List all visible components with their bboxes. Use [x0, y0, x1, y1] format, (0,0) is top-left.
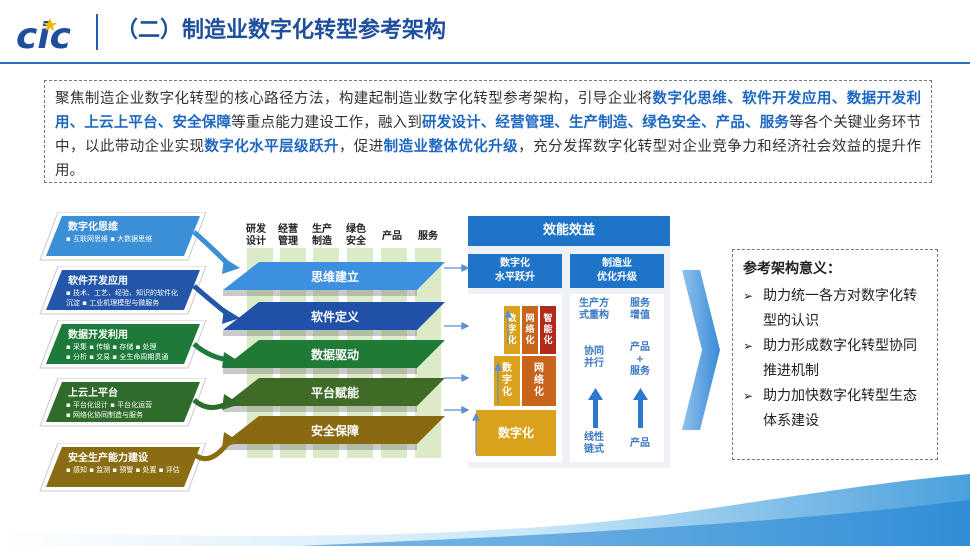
- logo-text: cic: [16, 16, 71, 57]
- arrow-bullet-icon: ➢: [743, 289, 754, 303]
- layer-shape: [223, 416, 445, 444]
- header-divider: [96, 14, 98, 50]
- upgrade-area: [570, 294, 664, 462]
- up-arrow-icon: [588, 388, 648, 428]
- meaning-item: ➢ 助力统一各方对数字化转型的认识: [743, 284, 927, 334]
- layer-label: 安全保障: [310, 424, 359, 438]
- upgrade-cell: 服务 增值: [630, 298, 650, 321]
- intro-text: 等各个关键业务环节中，以此带动企业实现: [55, 115, 922, 155]
- meaning-box: 参考架构意义： ➢ 助力统一各方对数字化转型的认识 ➢ 助力形成数字化转型协同推进机制…: [732, 249, 938, 460]
- capability-title: 数字化思维: [68, 222, 118, 233]
- column-header: 产品: [382, 231, 402, 242]
- layer-shape: [223, 340, 445, 368]
- capability-subtitle: ▪ 感知 ▪ 监测 ▪ 预警 ▪ 处置 ▪ 评估: [66, 466, 180, 474]
- capability-title: 安全生产能力建设: [68, 453, 148, 464]
- stair-block: 网 络 化: [522, 306, 538, 354]
- intro-text: 聚焦制造企业数字化转型的核心路径方法，构建起制造业数字化转型参考架构，引导企业将: [55, 91, 653, 107]
- cic-logo: cic: [14, 8, 92, 58]
- layer-label: 思维建立: [310, 270, 359, 284]
- header-rule: [0, 62, 970, 64]
- manufacturing-upgrade-title: 制造业 优化升级: [570, 254, 664, 288]
- meaning-item-text: 助力形成数字化转型协同推进机制: [763, 338, 917, 379]
- capability-box: 软件开发应用 ▪ 技术、工艺、经验、知识的软件化沉淀 ▪ 工业机理模型与微服务: [38, 266, 207, 316]
- layer-stack: [223, 248, 445, 458]
- meaning-item-text: 助力加快数字化转型生态体系建设: [763, 388, 917, 429]
- arrow-bullet-icon: ➢: [743, 389, 754, 403]
- upgrade-cell: 产品: [630, 438, 650, 449]
- intro-highlight: 数字化水平层级跃升: [204, 139, 339, 155]
- intro-highlight: 研发设计、经营管理、生产制造、绿色安全、产品、服务: [422, 115, 790, 131]
- layer-label: 软件定义: [310, 310, 359, 324]
- logo-star-icon: [43, 18, 57, 31]
- layer-shape: [223, 262, 445, 290]
- benefits-title: 效能效益: [468, 216, 670, 246]
- layer-label: 平台赋能: [310, 386, 359, 400]
- connector-arrows: [444, 263, 470, 415]
- capability-title: 软件开发应用: [68, 276, 128, 287]
- bottom-wave-decoration: [0, 474, 970, 546]
- column-header: 绿色 安全: [346, 224, 366, 247]
- capability-box: 安全生产能力建设 ▪ 感知 ▪ 监测 ▪ 预警 ▪ 处置 ▪ 评估: [38, 443, 207, 493]
- upgrade-cell: 线性 链式: [584, 432, 604, 455]
- capability-title: 数据开发利用: [68, 330, 128, 341]
- layer-shape: [223, 378, 445, 406]
- layer-shape: [223, 302, 445, 330]
- curved-arrows: [192, 230, 240, 462]
- stair-block: 网 络 化: [522, 356, 556, 406]
- column-header: 经营 管理: [278, 224, 298, 247]
- meaning-item: ➢ 助力加快数字化转型生态体系建设: [743, 384, 927, 434]
- upgrade-cell: 生产方 式重构: [579, 298, 609, 321]
- intro-paragraph: 聚焦制造企业数字化转型的核心路径方法，构建起制造业数字化转型参考架构，引导企业将…: [44, 80, 932, 183]
- chevron-right-icon: [682, 270, 720, 430]
- capability-title: 上云上平台: [68, 388, 118, 399]
- meaning-heading: 参考架构意义：: [743, 261, 841, 277]
- intro-highlight: 制造业整体优化升级: [383, 139, 519, 155]
- capability-subtitle: ▪ 互联网思维 ▪ 大数据思维: [66, 235, 153, 243]
- upgrade-cell: 协同 并行: [584, 346, 604, 369]
- intro-text: ，充分发挥数字化转型对企业竞争力和经济社会效益的提升作用。: [55, 139, 922, 179]
- meaning-item: ➢ 助力形成数字化转型协同推进机制: [743, 334, 927, 384]
- stair-block: 数字化: [476, 410, 556, 456]
- capability-box: 数字化思维 ▪ 互联网思维 ▪ 大数据思维: [38, 212, 207, 262]
- column-header: 研发 设计: [246, 224, 266, 247]
- arrow-bullet-icon: ➢: [743, 339, 754, 353]
- capability-subtitle: ▪ 技术、工艺、经验、知识的软件化沉淀 ▪ 工业机理模型与微服务: [66, 289, 178, 307]
- page-title: （二）制造业数字化转型参考架构: [116, 18, 447, 43]
- intro-text: ，促进: [338, 139, 384, 155]
- capability-box: 上云上平台 ▪ 平台化设计 ▪ 平台化运营▪ 网络化协同制造与服务: [38, 378, 207, 428]
- capability-subtitle: ▪ 采集 ▪ 传输 ▪ 存储 ▪ 处理▪ 分析 ▪ 交易 ▪ 全生命周期贯通: [66, 343, 169, 361]
- meaning-item-text: 助力统一各方对数字化转型的认识: [763, 288, 917, 329]
- column-header: 生产 制造: [312, 224, 332, 247]
- capability-subtitle: ▪ 平台化设计 ▪ 平台化运营▪ 网络化协同制造与服务: [66, 401, 153, 419]
- digital-level-title: 数字化 水平跃升: [468, 254, 562, 288]
- capability-box: 数据开发利用 ▪ 采集 ▪ 传输 ▪ 存储 ▪ 处理▪ 分析 ▪ 交易 ▪ 全生命…: [38, 320, 207, 370]
- column-header: 服务: [418, 231, 438, 242]
- layer-label: 数据驱动: [310, 348, 359, 362]
- stair-block: 智 能 化: [540, 306, 556, 354]
- intro-text: 等重点能力建设工作，融入到: [231, 115, 423, 131]
- intro-highlight: 数字化思维、软件开发应用、数据开发利用、上云上平台、安全保障: [55, 91, 922, 131]
- benefit-arrows: [472, 309, 648, 454]
- upgrade-cell: 产品 + 服务: [630, 342, 650, 377]
